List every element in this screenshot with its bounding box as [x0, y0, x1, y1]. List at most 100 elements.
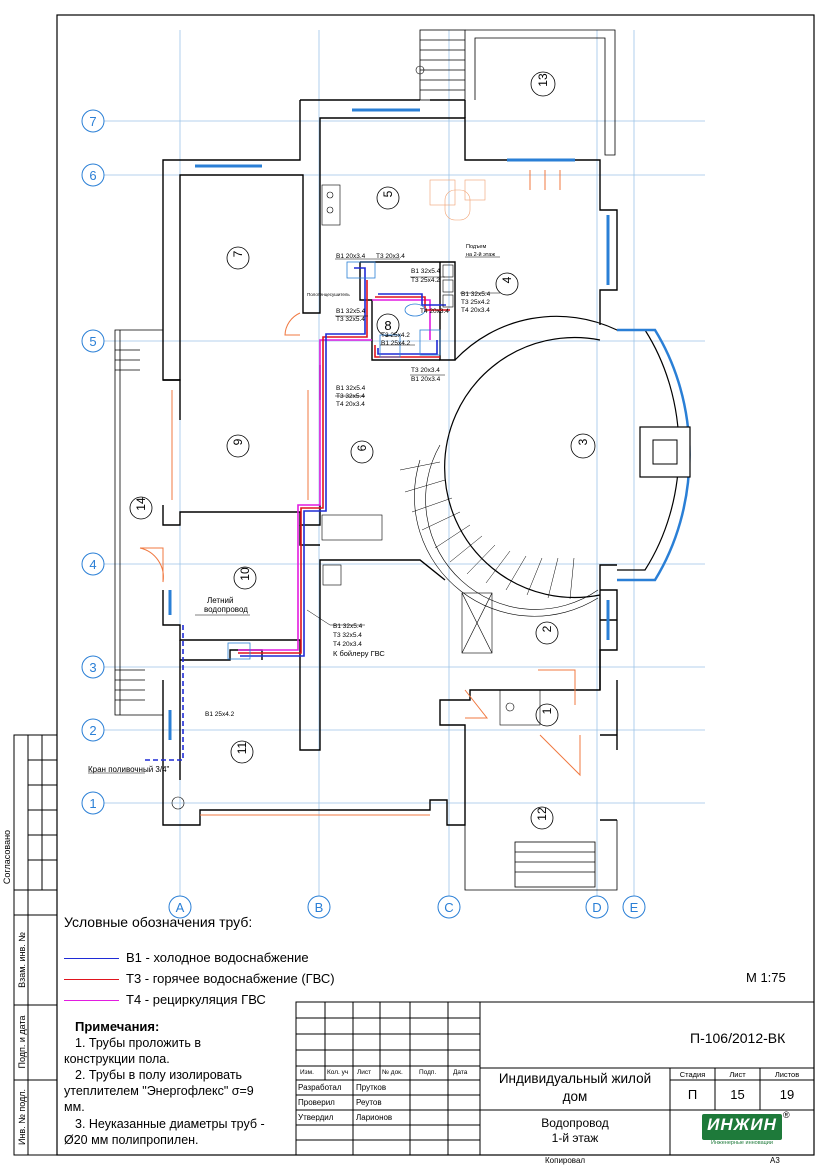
th-doc: № док. — [382, 1069, 403, 1076]
row-approver-name: Ларионов — [356, 1113, 393, 1122]
fireplace-inner — [652, 439, 678, 465]
row-approver: Утвердил — [298, 1113, 334, 1122]
notes-title: Примечания: — [75, 1019, 160, 1034]
side-inv-orig: Инв. № подл. — [17, 1089, 27, 1145]
title-block — [295, 1001, 815, 1156]
legend-title: Условные обозначения труб: — [64, 914, 253, 930]
row-developer-name: Прутков — [356, 1083, 387, 1092]
pipe-label-23: К бойлеру ГВС — [333, 649, 385, 658]
kitchen-furniture — [429, 179, 486, 221]
axis-2-label: 2 — [89, 723, 96, 738]
legend-line-recirc — [64, 1000, 119, 1001]
fireplace — [639, 426, 691, 478]
note-1b: конструкции пола. — [64, 1052, 170, 1066]
room-11: 11 — [235, 741, 249, 754]
logo-subtitle: Инженерные инновации — [711, 1140, 773, 1146]
windows — [168, 108, 610, 740]
note-1: 1. Трубы проложить в — [75, 1036, 201, 1050]
pipe-label-1: В1 20х3.4 — [336, 253, 366, 260]
pipe-label-21: Т3 32х5.4 — [333, 632, 362, 639]
pipe-label-4: Т3 25х4.2 — [411, 277, 440, 284]
pipe-label-18: Т3 32х5.4 — [336, 393, 365, 400]
project-name-1: Индивидуальный жилой — [498, 1071, 652, 1086]
lists-value: 19 — [779, 1087, 795, 1102]
side-replace-inv: Взам. инв. № — [17, 932, 27, 988]
pipe-label-28: Полотенцесушитель — [307, 292, 350, 297]
pipe-label-2: Т3 20х3.4 — [376, 253, 405, 260]
row-developer: Разработал — [298, 1083, 342, 1092]
lists-header: Листов — [774, 1070, 800, 1079]
room-2: 2 — [540, 625, 554, 632]
legend-hot: Т3 - горячее водоснабжение (ГВС) — [126, 971, 335, 986]
room-7: 7 — [231, 250, 245, 257]
note-2c: мм. — [64, 1100, 85, 1114]
pipe-label-6: на 2-й этаж — [466, 251, 495, 258]
logo-registered: ® — [783, 1110, 790, 1120]
pipe-label-24: Летний — [207, 596, 233, 605]
room-3: 3 — [576, 438, 590, 445]
pipe-label-17: В1 32х5.4 — [336, 385, 366, 392]
pipe-label-16: В1 20х3.4 — [411, 376, 441, 383]
pipe-label-14: В1 25х4.2 — [381, 340, 411, 347]
legend-cold: В1 - холодное водоснабжение — [126, 950, 309, 965]
riser-boxes — [442, 264, 454, 308]
pipes — [145, 267, 450, 761]
room-14: 14 — [134, 497, 148, 511]
th-podp: Подп. — [419, 1069, 437, 1076]
pipe-label-19: Т4 20х3.4 — [336, 401, 365, 408]
th-date: Дата — [453, 1069, 468, 1076]
format-label: А3 — [770, 1156, 780, 1165]
terrace-14 — [114, 329, 163, 716]
logo-text: ИНЖИН — [707, 1115, 777, 1134]
room-12: 12 — [535, 807, 549, 821]
furniture — [171, 65, 541, 810]
note-3: 3. Неуказанные диаметры труб - — [75, 1117, 265, 1131]
pipe-label-5: Подъем — [466, 244, 486, 250]
pipe-label-15: Т3 20х3.4 — [411, 367, 440, 374]
legend-recirc: Т4 - рециркуляция ГВС — [126, 992, 266, 1007]
doc-code: П-106/2012-ВК — [690, 1030, 786, 1046]
axis-c-label: C — [444, 900, 453, 915]
stair-treads — [399, 461, 575, 600]
side-approved: Согласовано — [2, 830, 12, 884]
pipe-label-10: Т4 20х3.4 — [420, 308, 449, 315]
sheet-name-2: 1-й этаж — [551, 1131, 599, 1145]
note-3b: Ø20 мм полипропилен. — [64, 1133, 199, 1147]
copied-label: Копировал — [545, 1156, 586, 1165]
terrace-13 — [419, 29, 616, 156]
axis-6-label: 6 — [89, 168, 96, 183]
project-name-2: дом — [562, 1089, 588, 1104]
room-8: 8 — [384, 318, 391, 333]
leader-lines — [88, 256, 500, 774]
sheet-name-1: Водопровод — [541, 1116, 609, 1130]
th-izm: Изм. — [300, 1069, 314, 1076]
side-stamp — [13, 734, 58, 1156]
list-value: 15 — [730, 1087, 745, 1102]
pipe-label-12: Т3 32х5.4 — [336, 316, 365, 323]
legend-line-cold — [64, 958, 119, 959]
pipe-label-13: Т3 25х4.2 — [381, 332, 410, 339]
pipe-label-7: В1 32х5.4 — [461, 291, 491, 298]
scale-label: М 1:75 — [746, 970, 786, 985]
axis-b-label: B — [315, 900, 324, 915]
note-2: 2. Трубы в полу изолировать — [75, 1068, 243, 1082]
note-2b: утеплителем "Энергофлекс" σ=9 — [64, 1084, 254, 1098]
axis-bubbles — [81, 109, 646, 919]
pipe-label-8: Т3 25х4.2 — [461, 299, 490, 306]
room-bubbles — [129, 71, 596, 830]
room-4: 4 — [500, 276, 514, 283]
th-list: Лист — [357, 1069, 372, 1076]
axis-e-label: E — [630, 900, 639, 915]
pipe-label-22: Т4 20х3.4 — [333, 641, 362, 648]
stage-value: П — [687, 1087, 698, 1102]
pipe-label-27: Кран поливочный 3/4" — [88, 765, 170, 774]
axis-a-label: A — [176, 900, 185, 915]
fixtures — [227, 261, 441, 660]
axis-5-label: 5 — [89, 334, 96, 349]
grid-lines — [103, 30, 705, 897]
room-13: 13 — [536, 73, 550, 87]
row-checker: Проверил — [298, 1098, 335, 1107]
room-1: 1 — [540, 707, 554, 714]
axis-1-label: 1 — [89, 796, 96, 811]
th-kol: Кол. уч — [327, 1069, 349, 1076]
